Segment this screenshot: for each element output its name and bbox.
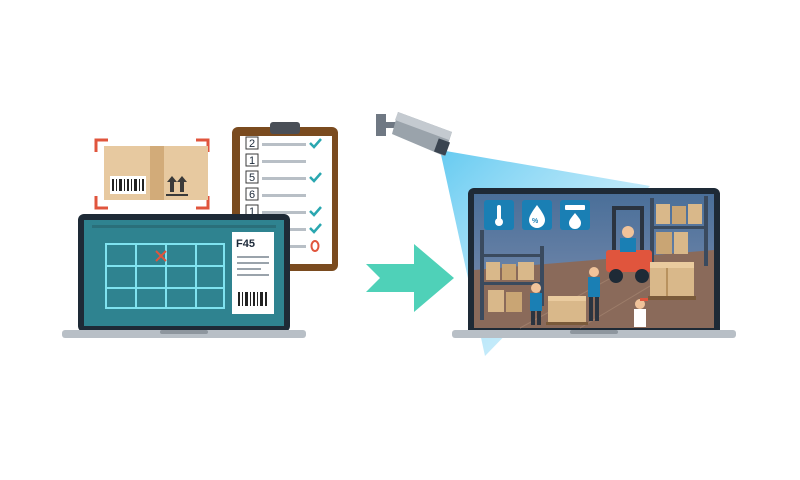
warehouse-shelves: [480, 196, 708, 320]
arrow-right-icon: [366, 244, 454, 312]
checklist-row: 6: [245, 187, 306, 201]
humidity-icon: %: [522, 200, 552, 230]
box-pallets: [546, 262, 696, 325]
label-card: F45: [232, 232, 274, 314]
right-laptop: %: [452, 188, 736, 338]
cross-mark-icon: [155, 250, 167, 262]
status-icon-bar: %: [484, 200, 590, 230]
svg-text:%: %: [532, 218, 539, 225]
this-side-up-icon: [166, 176, 188, 196]
card-barcode-icon: [238, 292, 267, 306]
security-camera-icon: [376, 112, 452, 156]
checklist-row: 5: [245, 170, 322, 184]
barcode-icon: [110, 176, 146, 194]
fire-alarm-icon: [560, 200, 590, 230]
checklist-number: 2: [249, 138, 255, 150]
checklist-number: 6: [249, 189, 255, 201]
workers: [530, 267, 648, 327]
shelf-grid: [105, 243, 225, 309]
circle-icon: [310, 240, 320, 252]
label-card-code: F45: [236, 238, 255, 250]
check-icon: [309, 223, 322, 234]
check-icon: [309, 206, 322, 217]
clipboard-checklist: 2 1 5 6 1: [245, 136, 322, 252]
check-icon: [309, 172, 322, 183]
check-icon: [309, 138, 322, 149]
thermometer-icon: [484, 200, 514, 230]
checklist-number: 1: [249, 155, 255, 167]
forklift: [606, 206, 652, 283]
checklist-row: 2: [245, 136, 322, 150]
left-laptop: F45: [62, 214, 306, 338]
checklist-number: 1: [249, 206, 255, 218]
checklist-row: 1: [245, 153, 306, 167]
scanned-box: [94, 138, 210, 210]
checklist-number: 5: [249, 172, 255, 184]
